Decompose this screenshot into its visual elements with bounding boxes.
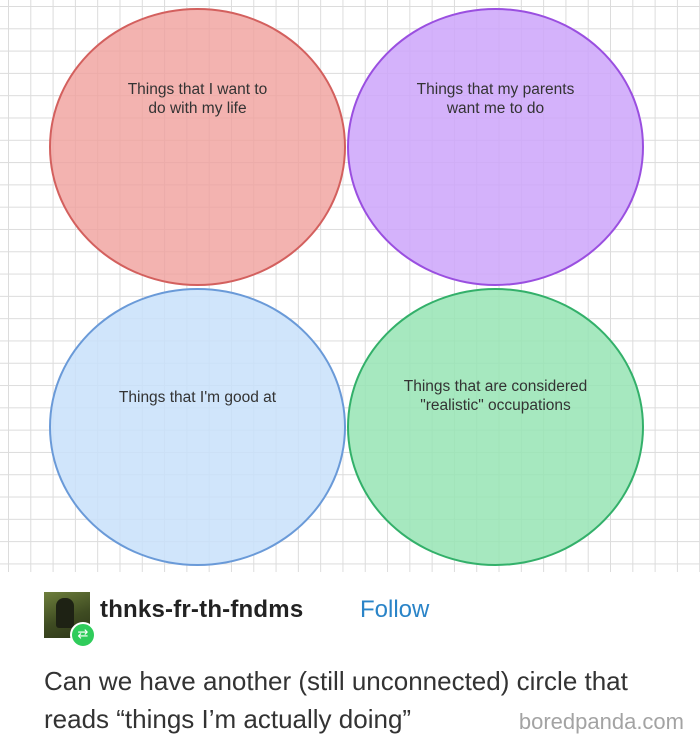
circle-parents-want: Things that my parents want me to do (347, 8, 644, 286)
circle-want-to-do: Things that I want to do with my life (49, 8, 346, 286)
reblog-post: ⇄ thnks-fr-th-fndms Follow Can we have a… (0, 572, 700, 743)
circle-label: Things that I'm good at (118, 389, 277, 406)
reblog-icon: ⇄ (70, 622, 96, 648)
watermark: boredpanda.com (518, 709, 684, 734)
circle-good-at: Things that I'm good at (49, 288, 346, 566)
username-link[interactable]: thnks-fr-th-fndms (100, 596, 304, 623)
post-body-text: Can we have another (still unconnected) … (44, 666, 628, 734)
circle-realistic-occupations: Things that are considered "realistic" o… (347, 288, 644, 566)
follow-button[interactable]: Follow (360, 596, 430, 623)
venn-diagram-image: Things that I want to do with my life Th… (0, 0, 700, 572)
circle-label: Things that my parents want me to do (416, 81, 575, 117)
avatar-icon (56, 598, 74, 628)
circle-label: Things that I want to do with my life (127, 81, 268, 117)
circle-label: Things that are considered "realistic" o… (403, 378, 588, 414)
avatar[interactable]: ⇄ (44, 592, 96, 648)
